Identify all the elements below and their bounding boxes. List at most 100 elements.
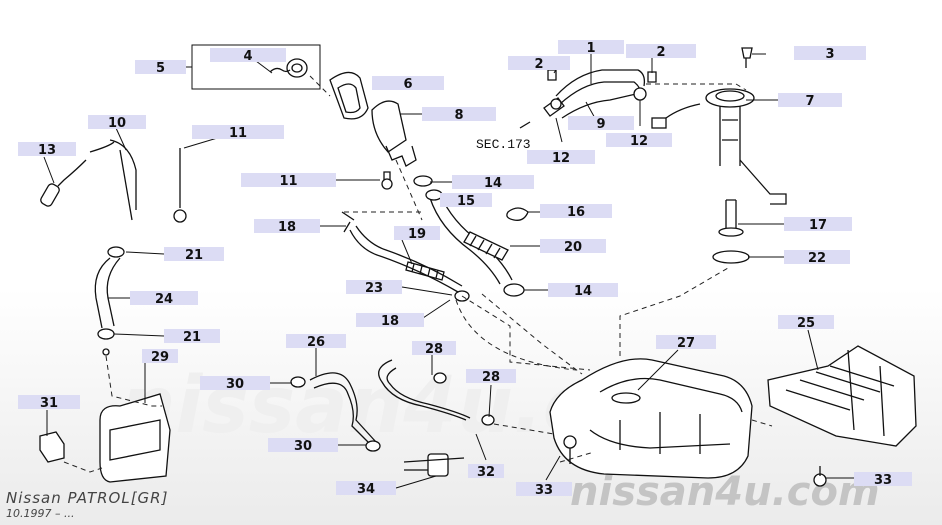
callout-c30b: 30 bbox=[268, 438, 338, 454]
callout-c33b: 33 bbox=[854, 472, 912, 488]
callout-c18b: 18 bbox=[356, 313, 424, 329]
callout-c30a: 30 bbox=[200, 376, 270, 392]
callout-c23: 23 bbox=[346, 280, 402, 296]
callout-box bbox=[346, 280, 402, 294]
filler-ring bbox=[329, 71, 369, 120]
callout-c10: 10 bbox=[88, 115, 146, 131]
callout-box bbox=[254, 219, 320, 233]
callout-number: 10 bbox=[108, 116, 126, 131]
callout-c11b: 11 bbox=[241, 173, 336, 189]
callout-box bbox=[656, 335, 716, 349]
callout-number: 23 bbox=[365, 281, 383, 296]
watermark-corner: nissan4u.com bbox=[570, 469, 880, 515]
callout-box bbox=[548, 283, 618, 297]
callout-c13: 13 bbox=[18, 142, 76, 158]
callout-number: 12 bbox=[630, 134, 648, 149]
callout-box bbox=[784, 250, 850, 264]
callout-box bbox=[516, 482, 572, 496]
callout-number: 16 bbox=[567, 205, 585, 220]
callout-box bbox=[210, 48, 286, 62]
callout-c14a: 14 bbox=[452, 175, 534, 191]
callout-c3: 3 bbox=[794, 46, 866, 62]
caption-model: Nissan PATROL[GR] bbox=[6, 489, 169, 507]
callout-box bbox=[558, 40, 624, 54]
hose-protector bbox=[463, 231, 509, 261]
callout-number: 32 bbox=[477, 465, 495, 480]
callout-number: 6 bbox=[403, 77, 412, 92]
callout-box bbox=[286, 334, 346, 348]
filler-cap bbox=[269, 58, 308, 78]
callout-number: 14 bbox=[484, 176, 502, 191]
callout-number: 30 bbox=[294, 439, 312, 454]
callout-number: 18 bbox=[381, 314, 399, 329]
callout-number: 14 bbox=[574, 284, 592, 299]
callout-c6: 6 bbox=[372, 76, 444, 92]
callout-number: 25 bbox=[797, 316, 815, 331]
callout-box bbox=[784, 217, 852, 231]
hose-clamp-upper bbox=[425, 189, 443, 201]
callout-number: 11 bbox=[229, 126, 247, 141]
callout-c34: 34 bbox=[336, 481, 396, 497]
callout-c14b: 14 bbox=[548, 283, 618, 299]
callout-c33a: 33 bbox=[516, 482, 572, 498]
callout-number: 33 bbox=[874, 473, 892, 488]
callout-number: 19 bbox=[408, 227, 426, 242]
callout-box bbox=[164, 247, 224, 261]
caption-date: 10.1997 – ... bbox=[6, 507, 75, 520]
callout-c2a: 2 bbox=[508, 56, 570, 72]
callout-box bbox=[468, 464, 504, 478]
callout-c12b: 12 bbox=[606, 133, 672, 149]
callout-number: 34 bbox=[357, 482, 375, 497]
callout-number: 26 bbox=[307, 335, 325, 350]
callout-number: 24 bbox=[155, 292, 173, 307]
callout-box bbox=[854, 472, 912, 486]
callout-c15: 15 bbox=[440, 193, 492, 209]
callout-box bbox=[606, 133, 672, 147]
callout-c12a: 12 bbox=[527, 150, 595, 166]
callout-box bbox=[440, 193, 492, 207]
callout-c8: 8 bbox=[422, 107, 496, 123]
callout-number: 13 bbox=[38, 143, 56, 158]
callout-number: 2 bbox=[656, 45, 665, 60]
callout-c32: 32 bbox=[468, 464, 504, 480]
callout-box bbox=[135, 60, 186, 74]
callout-c24: 24 bbox=[130, 291, 198, 307]
callout-box bbox=[192, 125, 284, 139]
callout-number: 21 bbox=[183, 330, 201, 345]
callout-number: 12 bbox=[552, 151, 570, 166]
callout-number: 17 bbox=[809, 218, 827, 233]
fuel-tank bbox=[549, 358, 753, 479]
callout-box bbox=[466, 369, 516, 383]
tank-shield bbox=[767, 345, 917, 447]
callout-c19: 19 bbox=[394, 226, 440, 242]
callout-c9: 9 bbox=[568, 116, 634, 132]
callout-box bbox=[540, 239, 606, 253]
callout-c7: 7 bbox=[778, 93, 842, 109]
callout-box bbox=[778, 93, 842, 107]
callout-box bbox=[18, 395, 80, 409]
callout-c31: 31 bbox=[18, 395, 80, 411]
callout-box bbox=[241, 173, 336, 187]
callout-c28a: 28 bbox=[412, 341, 456, 357]
callout-box bbox=[527, 150, 595, 164]
callout-c17: 17 bbox=[784, 217, 852, 233]
callout-number: 1 bbox=[586, 41, 595, 56]
callout-box bbox=[794, 46, 866, 60]
callout-box bbox=[394, 226, 440, 240]
hose-clamp-lower bbox=[503, 283, 525, 297]
callout-box bbox=[452, 175, 534, 189]
callout-c26: 26 bbox=[286, 334, 346, 350]
callout-box bbox=[336, 481, 396, 495]
caption-block: Nissan PATROL[GR] 10.1997 – ... bbox=[6, 489, 168, 520]
callout-number: 28 bbox=[425, 342, 443, 357]
callout-box bbox=[130, 291, 198, 305]
callout-box bbox=[540, 204, 612, 218]
callout-number: 4 bbox=[243, 49, 252, 64]
callout-number: 18 bbox=[278, 220, 296, 235]
callout-number: 30 bbox=[226, 377, 244, 392]
callout-c20: 20 bbox=[540, 239, 606, 255]
callout-number: 21 bbox=[185, 248, 203, 263]
